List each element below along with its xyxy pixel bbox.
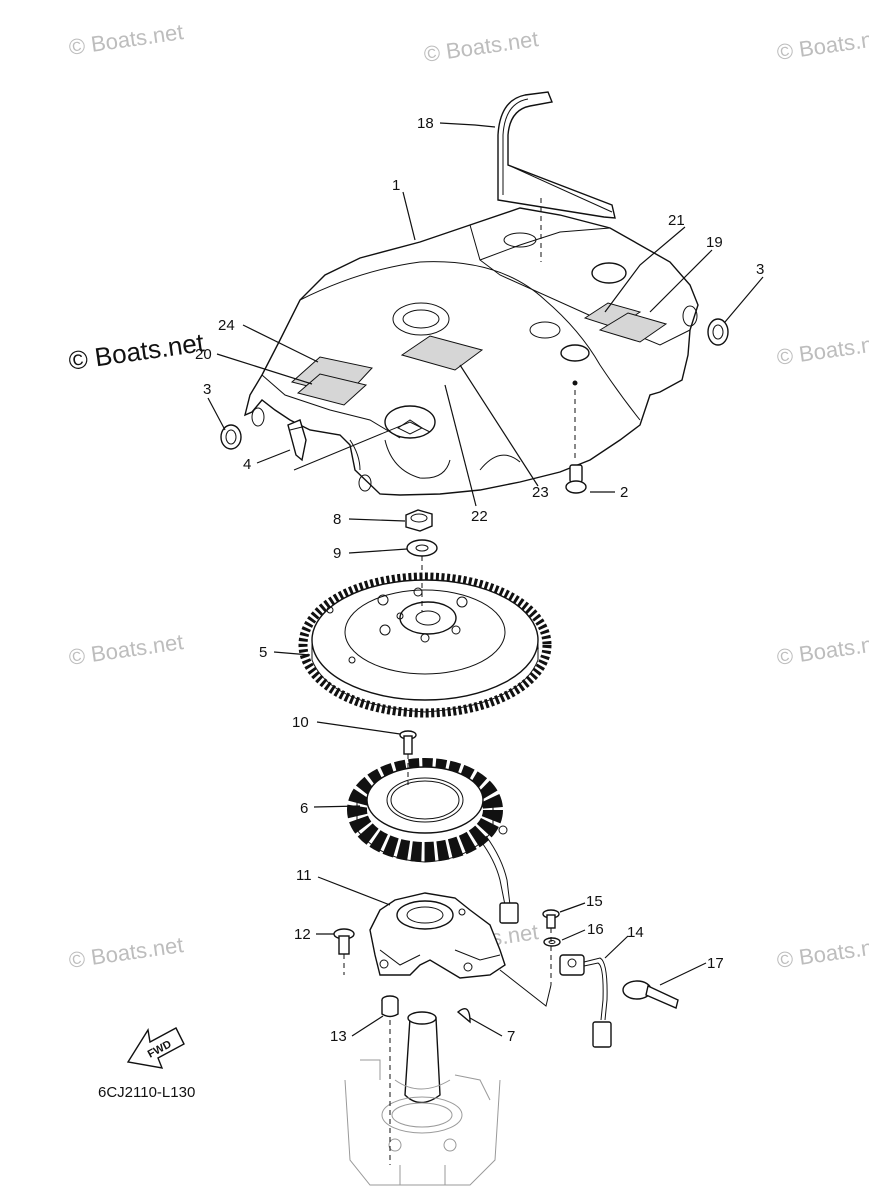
part-bolt-15 xyxy=(542,909,560,929)
part-washer xyxy=(406,539,438,557)
watermark: © Boats.net xyxy=(422,26,540,67)
callout-18: 18 xyxy=(417,115,434,132)
callout-10: 10 xyxy=(292,714,309,731)
callouts: 1 2 3 3 4 5 6 7 8 9 10 11 12 13 14 15 16… xyxy=(195,115,764,1045)
part-nut xyxy=(405,509,433,532)
watermark-dark: © Boats.net xyxy=(67,327,207,376)
callout-11: 11 xyxy=(296,867,312,884)
label-decal-19 xyxy=(598,312,668,343)
part-stator xyxy=(347,758,519,924)
part-flywheel xyxy=(298,572,552,718)
diagram-code: 6CJ2110-L130 xyxy=(98,1084,195,1101)
watermark: © Boats.net xyxy=(775,932,869,973)
watermark: © Boats.net xyxy=(775,24,869,65)
part-pulser-base xyxy=(369,892,506,979)
callout-3: 3 xyxy=(756,261,764,278)
callout-13: 13 xyxy=(330,1028,347,1045)
part-woodruff-key xyxy=(456,1008,471,1024)
part-screw-12 xyxy=(333,928,355,955)
callout-20: 20 xyxy=(195,346,212,363)
part-cable-tie xyxy=(622,980,679,1009)
callout-9: 9 xyxy=(333,545,341,562)
part-clip xyxy=(287,419,307,462)
part-flywheel-cover xyxy=(243,207,699,496)
watermark: © Boats.net xyxy=(67,19,185,60)
label-decal-21 xyxy=(583,302,642,329)
callout-2: 2 xyxy=(620,484,628,501)
part-washer-16 xyxy=(543,937,561,947)
callout-12: 12 xyxy=(294,926,311,943)
part-dowel xyxy=(381,995,399,1018)
engine-block-ghost xyxy=(344,1011,501,1186)
watermarks: © Boats.net © Boats.net © Boats.net © Bo… xyxy=(67,19,869,973)
watermark: © Boats.net xyxy=(67,932,185,973)
callout-8: 8 xyxy=(333,511,341,528)
watermark: © Boats.net xyxy=(775,629,869,670)
watermark: © Boats.net xyxy=(67,629,185,670)
leader-lines xyxy=(207,122,764,1037)
part-screw-2 xyxy=(565,464,587,494)
callout-14: 14 xyxy=(627,924,644,941)
callout-4: 4 xyxy=(243,456,251,473)
watermark: © Boats.net xyxy=(775,329,869,370)
part-sensor xyxy=(559,954,612,1048)
callout-17: 17 xyxy=(707,955,724,972)
part-grommet-right xyxy=(707,318,729,346)
callout-21: 21 xyxy=(668,212,685,229)
callout-15: 15 xyxy=(586,893,603,910)
callout-6: 6 xyxy=(300,800,308,817)
part-bolt-10 xyxy=(399,730,417,755)
callout-19: 19 xyxy=(706,234,723,251)
callout-23: 23 xyxy=(532,484,549,501)
label-decal-22-23 xyxy=(400,335,484,371)
callout-16: 16 xyxy=(587,921,604,938)
assembly-lines xyxy=(293,198,576,1165)
part-hose xyxy=(497,91,616,219)
callout-22: 22 xyxy=(471,508,488,525)
label-decal-20 xyxy=(296,373,368,406)
part-grommet-left xyxy=(220,424,242,450)
callout-3: 3 xyxy=(203,381,211,398)
callout-1: 1 xyxy=(392,177,400,194)
callout-24: 24 xyxy=(218,317,235,334)
fwd-arrow-icon: FWD xyxy=(126,1027,185,1069)
callout-5: 5 xyxy=(259,644,267,661)
callout-7: 7 xyxy=(507,1028,515,1045)
